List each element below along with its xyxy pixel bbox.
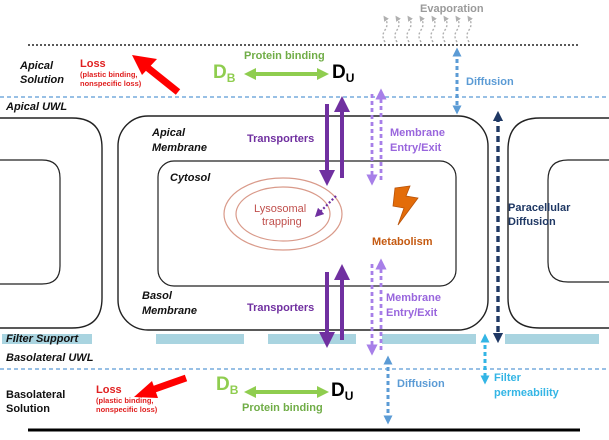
diffusion-top-label: Diffusion	[466, 76, 514, 88]
filter-permeability-label-1: Filter	[494, 372, 521, 384]
lysosome-outer	[223, 177, 343, 251]
db-top-label: DB	[213, 62, 236, 85]
transporters-top-label: Transporters	[247, 133, 315, 145]
right-neighbour-inner	[547, 159, 609, 283]
du-top-label: DU	[332, 62, 355, 85]
db-bottom-label: DB	[216, 374, 239, 397]
lysosomal-trapping-label-1: Lysosomal	[254, 203, 307, 215]
loss-bottom-label: Loss	[96, 384, 122, 396]
membrane-entry-top-label-1: Membrane	[390, 127, 446, 139]
du-bottom-label: DU	[331, 380, 354, 403]
paracellular-label-2: Diffusion	[508, 216, 556, 228]
basolateral-uwl-label: Basolateral UWL	[6, 352, 94, 364]
basol-membrane-label-1: Basol	[142, 290, 172, 302]
membrane-entry-bottom-label-1: Membrane	[386, 292, 442, 304]
membrane-entry-bottom-label-2: Entry/Exit	[386, 307, 438, 319]
lysosome-inner	[235, 186, 331, 242]
metabolism-label: Metabolism	[372, 236, 433, 248]
filter-support-label: Filter Support	[6, 333, 79, 345]
loss-top-sub-1: (plastic binding,	[80, 70, 138, 79]
metabolism-bolt-icon	[392, 185, 419, 226]
basolateral-solution-label-1: Basolateral	[6, 389, 66, 401]
transporters-bottom-label: Transporters	[247, 302, 315, 314]
loss-top-label: Loss	[80, 58, 106, 70]
lysosome-entry-arrow	[314, 195, 337, 218]
filter-support-bars	[2, 334, 599, 344]
protein-binding-top-label: Protein binding	[244, 50, 325, 62]
diffusion-bottom-label: Diffusion	[397, 378, 445, 390]
evaporation-label: Evaporation	[420, 3, 484, 15]
paracellular-label-1: Paracellular	[508, 202, 571, 214]
loss-arrow-bottom	[134, 374, 188, 398]
left-neighbour-inner	[0, 159, 61, 285]
loss-top-sub-2: nonspecific loss)	[80, 79, 142, 88]
cytosol-boundary	[157, 160, 457, 287]
basolateral-solution-label-2: Solution	[6, 403, 50, 415]
basol-membrane-label-2: Membrane	[142, 305, 198, 317]
apical-solution-label-1: Apical	[20, 60, 54, 72]
apical-membrane-label-1: Apical	[152, 127, 186, 139]
evaporation-squiggles	[382, 15, 473, 43]
loss-arrow-top	[132, 55, 181, 95]
filter-permeability-label-2: permeability	[494, 387, 559, 399]
apical-uwl-label: Apical UWL	[6, 101, 68, 113]
apical-solution-label-2: Solution	[20, 74, 64, 86]
left-neighbour-cell	[0, 117, 103, 329]
protein-binding-bottom-label: Protein binding	[242, 402, 323, 414]
loss-bottom-sub-2: nonspecific loss)	[96, 405, 158, 414]
apical-membrane-label-2: Membrane	[152, 142, 208, 154]
membrane-entry-top-label-2: Entry/Exit	[390, 142, 442, 154]
main-cell-membrane	[117, 115, 489, 331]
loss-bottom-sub-1: (plastic binding,	[96, 396, 154, 405]
cytosol-label: Cytosol	[170, 172, 211, 184]
right-neighbour-cell	[507, 117, 609, 329]
lysosomal-trapping-label-2: trapping	[262, 216, 302, 228]
